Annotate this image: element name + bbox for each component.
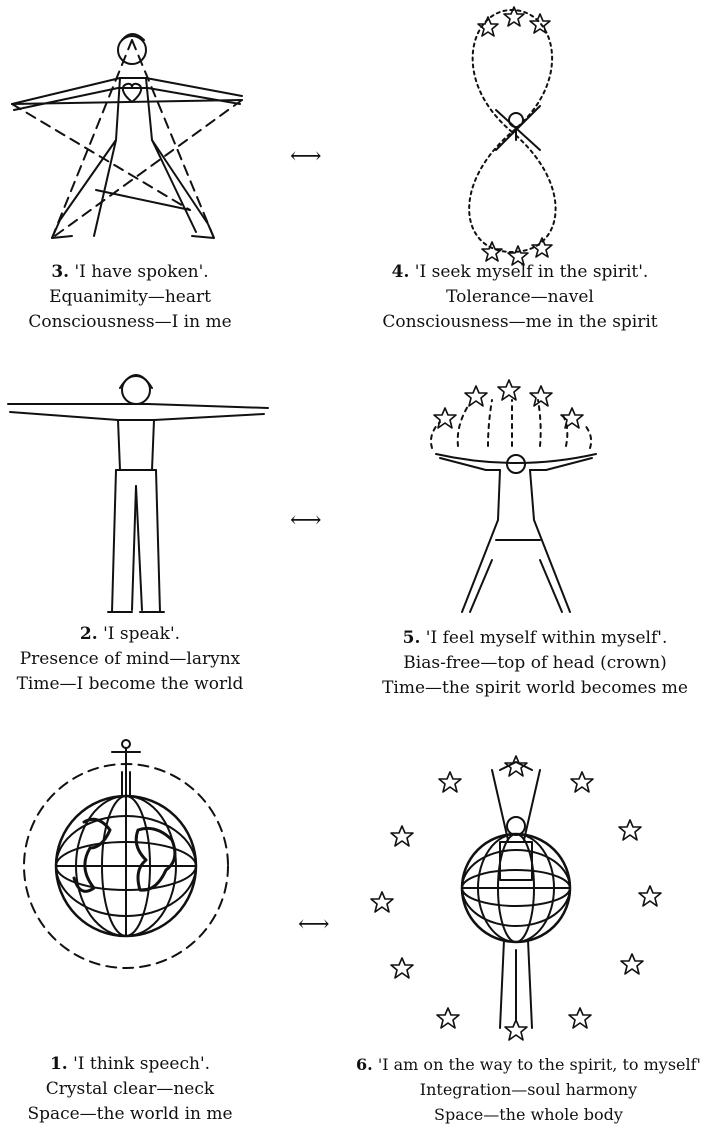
globe-with-figure xyxy=(24,740,228,968)
panel-number: 6. xyxy=(356,1055,373,1074)
panel-number: 5. xyxy=(403,628,421,648)
panel-line-3: Time—the spirit world becomes me xyxy=(370,676,700,701)
panel-line-3: Space—the whole body xyxy=(336,1102,721,1127)
panel-line-2: Bias-free—top of head (crown) xyxy=(370,651,700,676)
panel-title: 'I am on the way to the spirit, to mysel… xyxy=(378,1055,701,1074)
panel-line-2: Tolerance—navel xyxy=(370,285,670,310)
heart-icon xyxy=(123,84,141,102)
panel-line-2: Integration—soul harmony xyxy=(336,1077,721,1102)
panel-title: 'I have spoken'. xyxy=(74,262,208,282)
double-arrow-1-6: ⟷ xyxy=(298,914,330,936)
caption-panel-2: 2. 'I speak'. Presence of mind—larynx Ti… xyxy=(0,622,260,697)
star-icon xyxy=(434,380,583,428)
panel-title: 'I seek myself in the spirit'. xyxy=(415,262,649,282)
double-arrow-2-5: ⟷ xyxy=(290,510,322,532)
caption-panel-4: 4. 'I seek myself in the spirit'. Tolera… xyxy=(370,260,670,335)
rising-lines xyxy=(431,400,591,448)
crossing-figure xyxy=(496,106,540,150)
figure-t-pose xyxy=(8,375,268,612)
panel-line-2: Crystal clear—neck xyxy=(0,1077,260,1102)
panel-number: 4. xyxy=(392,262,410,282)
double-arrow-3-4: ⟷ xyxy=(290,146,322,168)
figure-star-pose xyxy=(12,34,242,238)
panel-title: 'I speak'. xyxy=(103,624,180,644)
caption-panel-3: 3. 'I have spoken'. Equanimity—heart Con… xyxy=(0,260,260,335)
panel-title: 'I think speech'. xyxy=(73,1054,210,1074)
figure-eight-pose xyxy=(469,10,555,252)
panel-title: 'I feel myself within myself'. xyxy=(426,628,668,648)
panel-line-3: Consciousness—I in me xyxy=(0,310,260,335)
panel-line-2: Presence of mind—larynx xyxy=(0,647,260,672)
caption-panel-6: 6. 'I am on the way to the spirit, to my… xyxy=(336,1052,721,1127)
panel-number: 2. xyxy=(80,624,98,644)
figure-arms-raised xyxy=(436,454,596,612)
panel-number: 1. xyxy=(50,1054,68,1074)
panel-number: 3. xyxy=(51,262,69,282)
panel-line-3: Time—I become the world xyxy=(0,672,260,697)
panel-line-3: Consciousness—me in the spirit xyxy=(370,310,670,335)
figure-over-globe xyxy=(462,762,570,1028)
panel-line-3: Space—the world in me xyxy=(0,1102,260,1127)
caption-panel-5: 5. 'I feel myself within myself'. Bias-f… xyxy=(370,626,700,701)
caption-panel-1: 1. 'I think speech'. Crystal clear—neck … xyxy=(0,1052,260,1127)
panel-line-2: Equanimity—heart xyxy=(0,285,260,310)
